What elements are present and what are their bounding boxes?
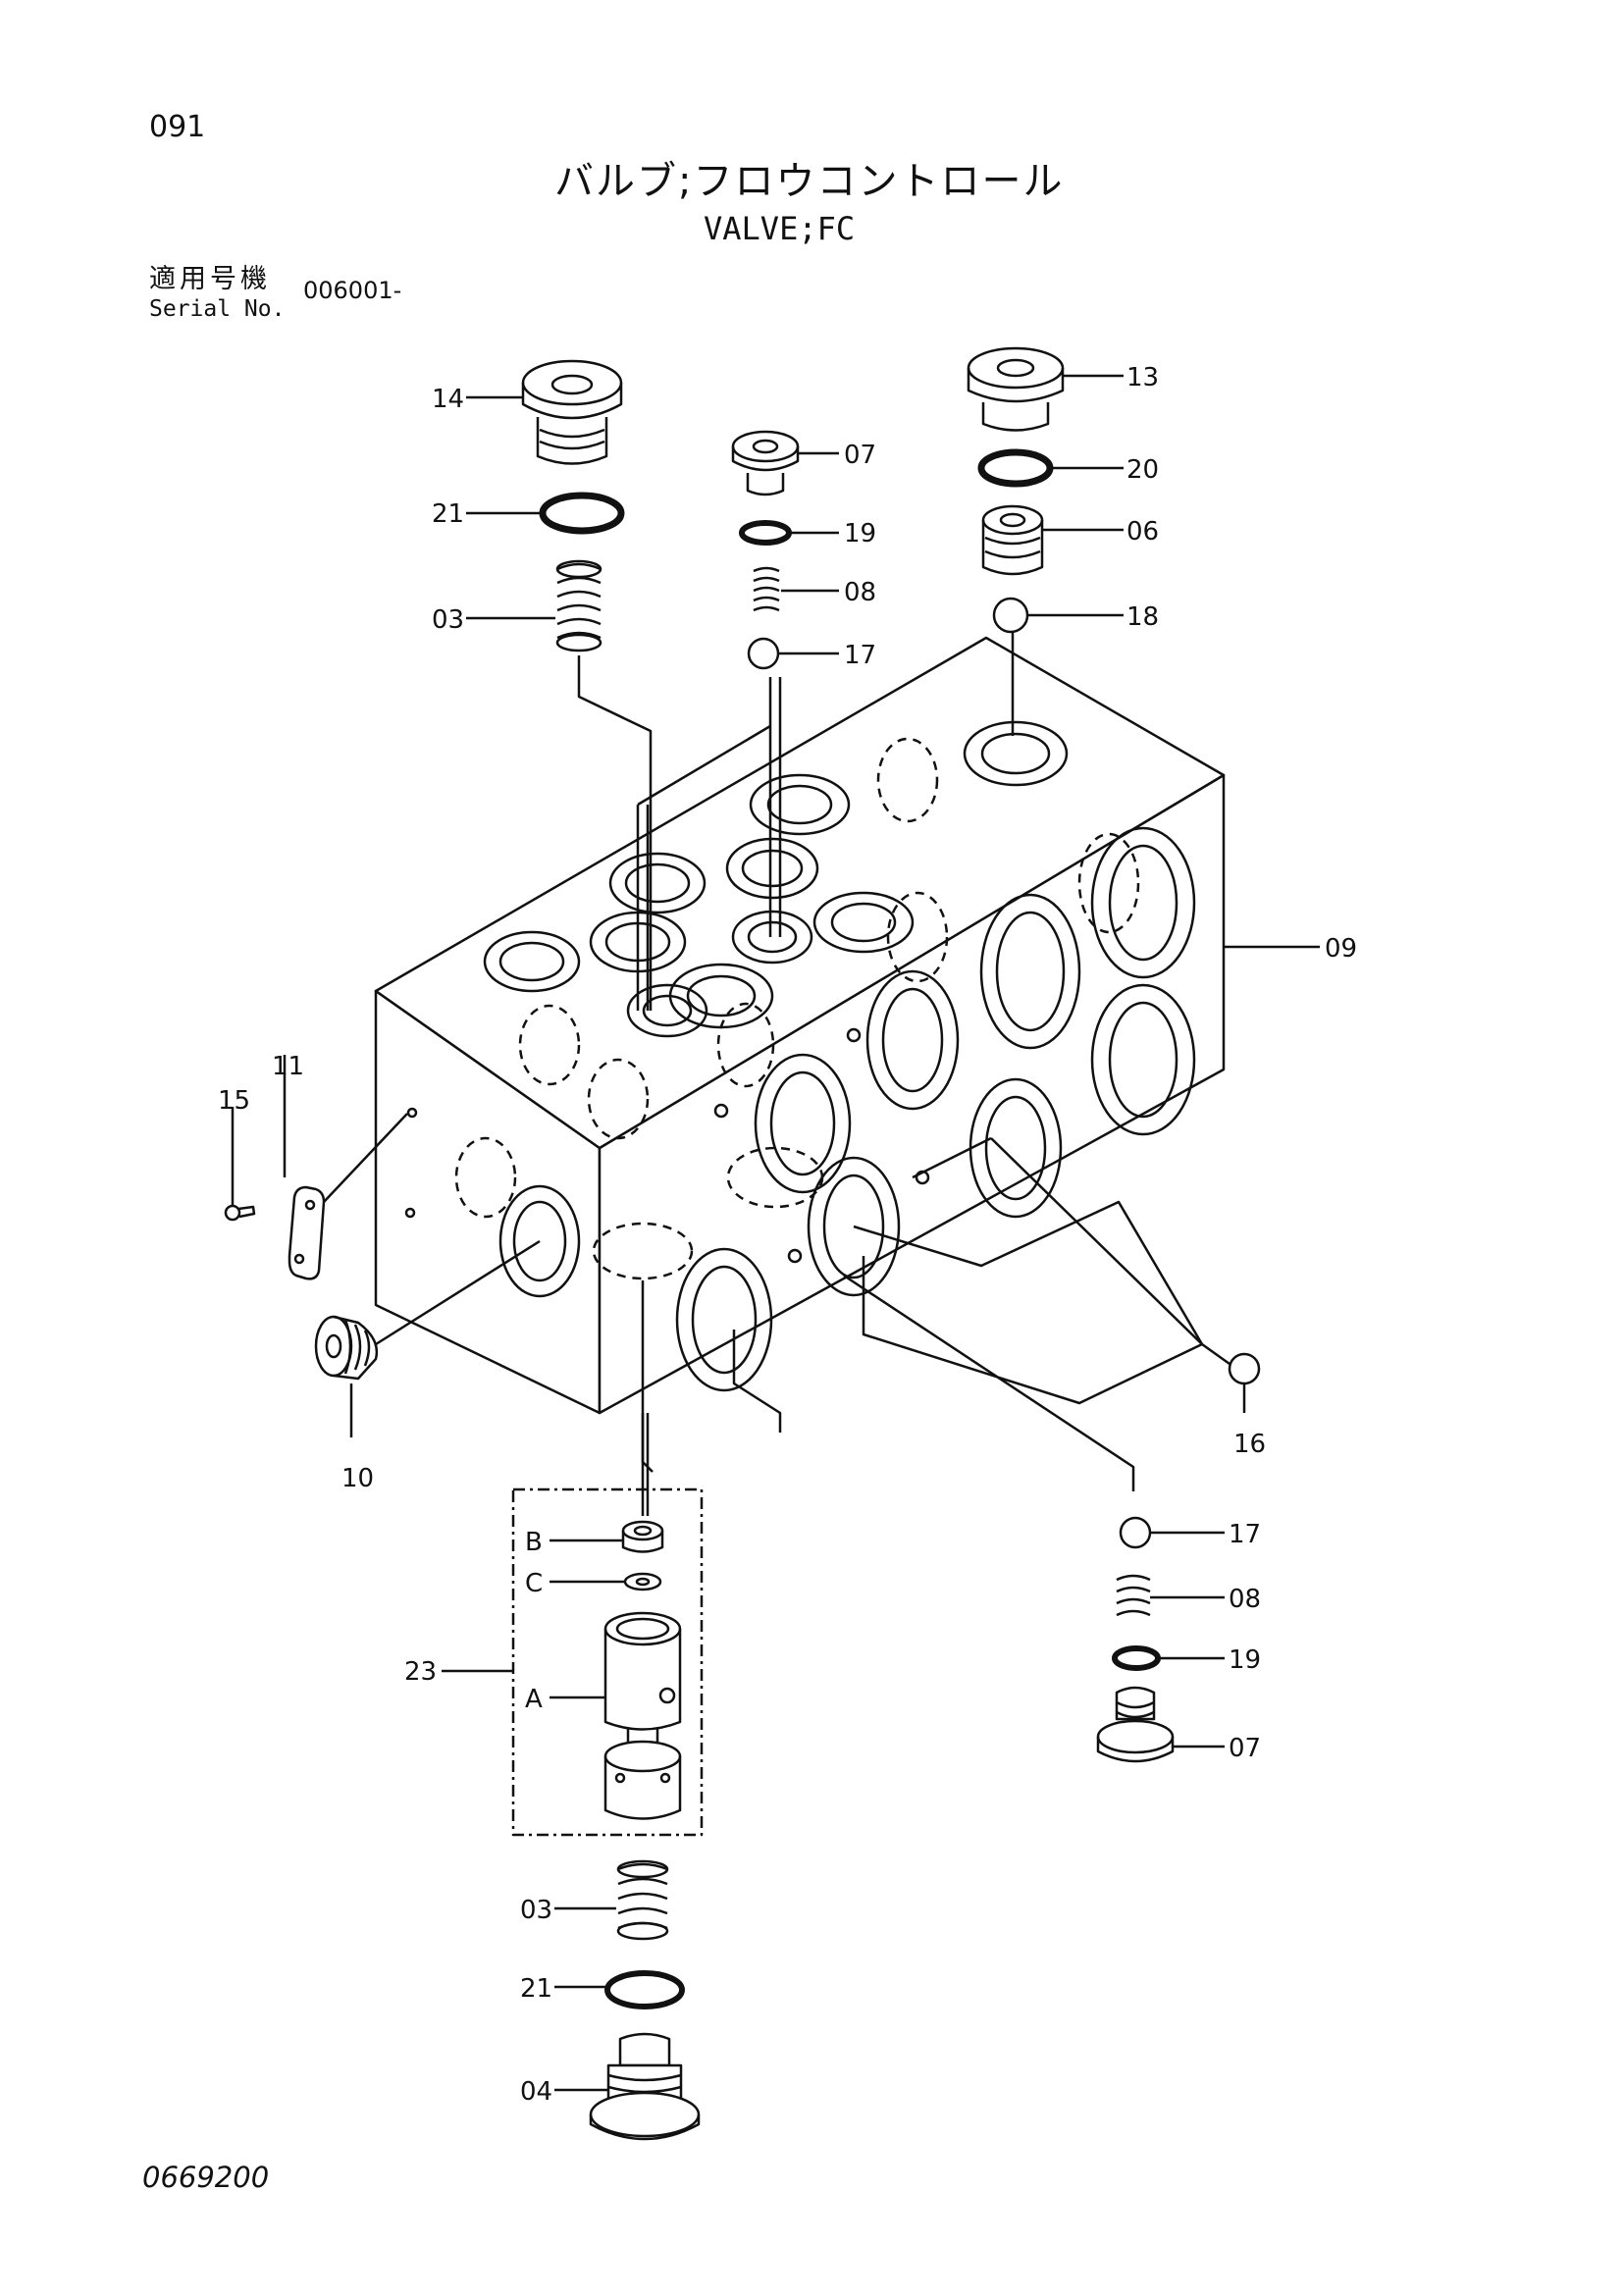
screw-15 bbox=[224, 1107, 256, 1222]
spring-08-top bbox=[753, 566, 839, 612]
callout-a: A bbox=[525, 1685, 543, 1714]
callout-07-top: 07 bbox=[844, 441, 876, 470]
plug-07-bottom bbox=[1096, 1686, 1225, 1763]
valve-block bbox=[374, 636, 1320, 1415]
callout-15: 15 bbox=[218, 1086, 250, 1116]
part-a bbox=[550, 1611, 682, 1820]
lower-left-connection bbox=[641, 1280, 782, 1516]
callout-06: 06 bbox=[1126, 517, 1159, 547]
callout-17-bottom: 17 bbox=[1229, 1520, 1261, 1549]
callout-07-bottom: 07 bbox=[1229, 1734, 1261, 1763]
o-ring-19-top bbox=[739, 520, 839, 546]
callout-04: 04 bbox=[520, 2077, 552, 2107]
spring-03-bottom bbox=[554, 1859, 669, 1941]
plug-06 bbox=[981, 504, 1124, 576]
spring-03-top bbox=[466, 559, 653, 1011]
callout-23: 23 bbox=[404, 1657, 437, 1687]
callout-11: 11 bbox=[272, 1052, 304, 1081]
title-japanese: バルブ;フロウコントロール bbox=[554, 159, 1065, 204]
callout-03-top: 03 bbox=[432, 605, 464, 635]
kit-23-box bbox=[442, 1487, 704, 1837]
drawing-number: 0669200 bbox=[142, 2161, 270, 2194]
lower-right-connection bbox=[843, 1274, 1135, 1491]
callout-21-top: 21 bbox=[432, 499, 464, 529]
callout-08-bottom: 08 bbox=[1229, 1585, 1261, 1614]
callout-c: C bbox=[525, 1569, 543, 1598]
top-ports bbox=[483, 720, 1069, 1038]
callout-21-bottom: 21 bbox=[520, 1974, 552, 2004]
ball-17-bottom bbox=[1119, 1516, 1225, 1549]
ball-17-top bbox=[636, 637, 839, 1011]
plug-10 bbox=[314, 1239, 541, 1437]
callout-08-top: 08 bbox=[844, 578, 876, 607]
o-ring-21-top bbox=[466, 492, 625, 535]
callout-19-top: 19 bbox=[844, 519, 876, 548]
callout-19-bottom: 19 bbox=[1229, 1645, 1261, 1675]
plug-14 bbox=[466, 359, 623, 465]
callout-09: 09 bbox=[1325, 934, 1357, 964]
plug-13 bbox=[967, 346, 1124, 432]
o-ring-20 bbox=[977, 448, 1124, 488]
cover-plate-11 bbox=[283, 1055, 408, 1280]
callout-20: 20 bbox=[1126, 455, 1159, 485]
o-ring-21-bottom bbox=[554, 1970, 685, 2009]
title-english: VALVE;FC bbox=[704, 210, 856, 247]
ball-16 bbox=[853, 1136, 1261, 1413]
callout-13: 13 bbox=[1126, 363, 1159, 392]
part-c bbox=[550, 1572, 662, 1592]
page-number: 091 bbox=[149, 110, 206, 144]
callout-14: 14 bbox=[432, 385, 464, 414]
callout-18: 18 bbox=[1126, 602, 1159, 632]
callout-03-bottom: 03 bbox=[520, 1896, 552, 1925]
callout-17-top: 17 bbox=[844, 641, 876, 670]
left-face-ports bbox=[404, 1107, 581, 1298]
serial-label-japanese: 適用号機 bbox=[149, 264, 271, 294]
plug-07-top bbox=[731, 430, 839, 496]
serial-number-value: 006001- bbox=[303, 277, 402, 304]
o-ring-19-bottom bbox=[1112, 1645, 1225, 1671]
serial-label-english: Serial No. bbox=[149, 296, 286, 322]
ball-18 bbox=[992, 597, 1124, 736]
part-b bbox=[550, 1520, 664, 1553]
plug-04 bbox=[554, 2032, 701, 2141]
callout-b: B bbox=[525, 1528, 543, 1557]
callout-10: 10 bbox=[341, 1464, 374, 1493]
spring-08-bottom bbox=[1116, 1574, 1225, 1617]
callout-16: 16 bbox=[1233, 1430, 1266, 1459]
